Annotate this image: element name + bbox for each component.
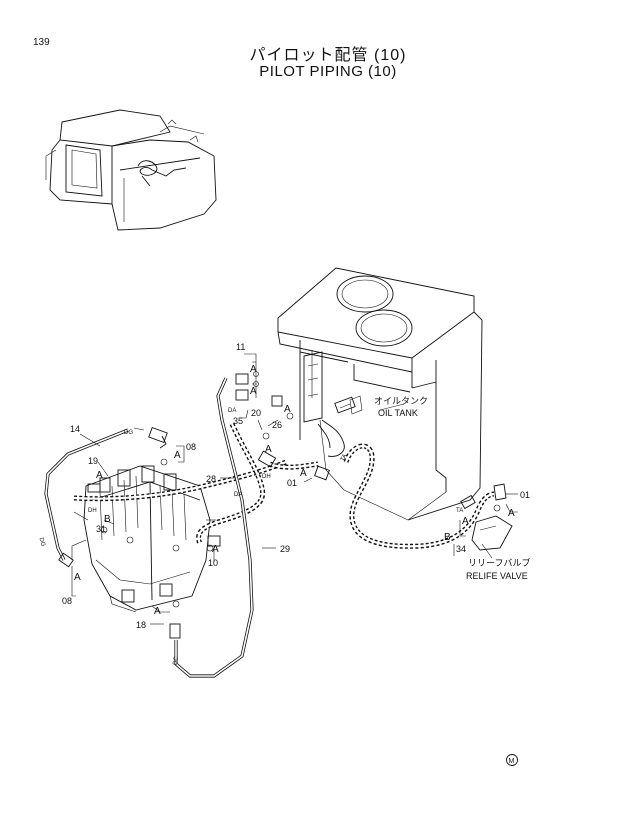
tube-14: [44, 428, 129, 561]
letter-a: A: [508, 508, 515, 519]
callout-01-right: 01: [520, 490, 530, 500]
model-mark-letter: M: [509, 758, 515, 765]
letter-b: B: [104, 514, 111, 525]
letter-a: A: [265, 444, 272, 455]
machine-overview-thumbnail: [45, 109, 217, 231]
page-number: 139: [33, 37, 50, 48]
hose-upper: [196, 422, 266, 545]
callout-31: 31: [96, 524, 106, 534]
port-tag-ta: TA: [456, 508, 463, 514]
tube-29: [174, 377, 254, 678]
hose-28: [73, 459, 287, 502]
port-tag-ta: TA: [340, 453, 349, 462]
callout-14: 14: [70, 424, 80, 434]
callout-34: 34: [456, 544, 466, 554]
letter-a: A: [96, 470, 103, 481]
fittings: [58, 371, 513, 639]
callout-35: 35: [233, 416, 243, 426]
letter-a: A: [154, 606, 161, 617]
callout-26: 26: [272, 420, 282, 430]
port-tag-dh: DH: [88, 508, 97, 514]
oil-tank: [277, 267, 483, 521]
title-english: PILOT PIPING (10): [259, 63, 397, 80]
title-japanese: パイロット配管 (10): [249, 47, 407, 64]
port-tag-dg: DG: [38, 537, 46, 548]
port-tags: DG DG DA DA DH DH DC TA TA: [38, 408, 464, 666]
hose-34: [343, 443, 495, 549]
callout-20: 20: [251, 408, 261, 418]
callout-28: 28: [206, 474, 216, 484]
callout-11: 11: [236, 342, 245, 352]
relief-valve-label-en: RELIFE VALVE: [466, 571, 528, 581]
letter-a: A: [250, 386, 257, 397]
port-tag-da: DA: [234, 492, 242, 498]
oil-tank-label-en: OIL TANK: [378, 408, 418, 418]
callout-10: 10: [208, 558, 218, 568]
control-valve: [71, 465, 216, 613]
port-tag-dc: DC: [173, 655, 181, 665]
port-tag-dg: DG: [124, 430, 133, 436]
callout-19: 19: [88, 456, 98, 466]
hose-dh: [269, 461, 319, 470]
letter-a: A: [212, 544, 219, 555]
letter-a: A: [300, 468, 307, 479]
letter-a: A: [174, 450, 181, 461]
leader-lines: [71, 353, 518, 625]
tank-fitting-block: [303, 351, 356, 457]
letter-a: A: [74, 572, 81, 583]
callouts: 11 35 20 26 14 08 19 28 01 01 31 10 29 0…: [62, 342, 530, 630]
callout-08-top: 08: [186, 442, 196, 452]
callout-18: 18: [136, 620, 146, 630]
component-labels: オイルタンク OIL TANK リリーフバルブ RELIFE VALVE: [374, 396, 530, 581]
callout-01-center: 01: [287, 478, 297, 488]
oil-tank-label-jp: オイルタンク: [374, 396, 428, 406]
callout-08-bottom: 08: [62, 596, 72, 606]
port-tag-da: DA: [228, 408, 236, 414]
letter-a: A: [284, 404, 291, 415]
letter-a: A: [462, 516, 469, 527]
port-tag-dh: DH: [262, 474, 271, 480]
callout-29: 29: [280, 544, 290, 554]
reference-letters: A A A A A A A A A A A A B B: [74, 364, 515, 617]
letter-b: B: [444, 532, 451, 543]
letter-a: A: [250, 364, 257, 375]
relief-valve-label-jp: リリーフバルブ: [468, 557, 530, 568]
model-mark: M: [506, 754, 518, 766]
